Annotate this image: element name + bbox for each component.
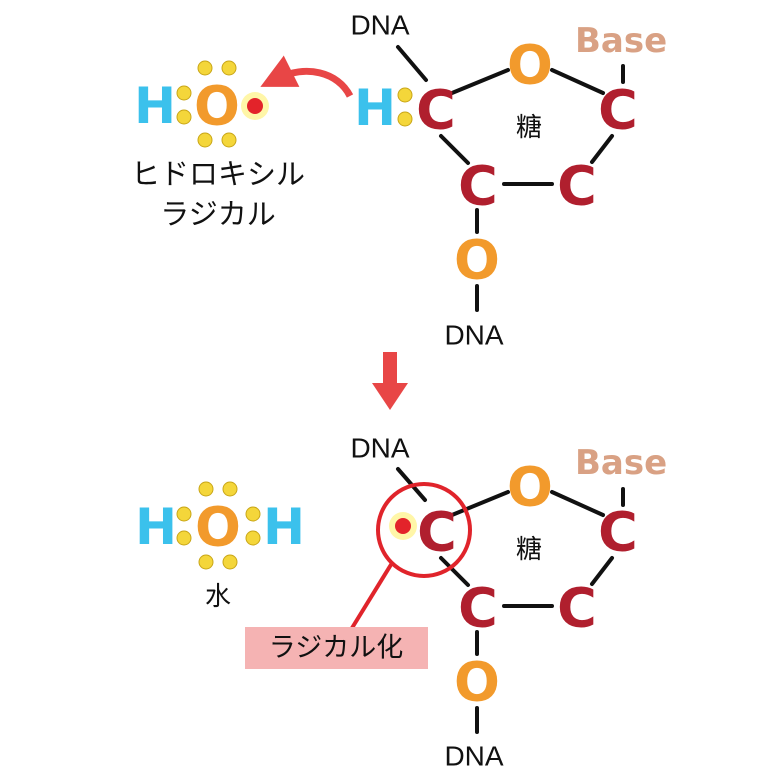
sugar-label: 糖 — [516, 535, 542, 565]
carbon-atom-c1: C — [417, 501, 457, 564]
callout-label: ラジカル化 — [269, 633, 403, 664]
bond-c1-c2 — [439, 134, 470, 165]
reaction-arrow-down — [372, 352, 408, 410]
carbon-atom-c2: C — [458, 155, 498, 218]
bond-c1-o — [450, 490, 510, 517]
oxygen-atom: O — [194, 75, 240, 138]
top-panel: H O ヒドロキシル ラジカル H C O C — [131, 10, 667, 351]
electron-pair-bottom — [198, 554, 238, 570]
oxygen-atom-bottom: O — [454, 651, 500, 714]
sugar-label: 糖 — [516, 113, 542, 143]
carbon-atom-c4: C — [598, 79, 638, 142]
carbon-atom-c3: C — [557, 577, 597, 640]
hydrogen-atom: H — [134, 77, 176, 135]
hydroxyl-label-line2: ラジカル — [160, 197, 275, 231]
electron-pair-ch — [397, 87, 413, 127]
bond-c1-o — [450, 68, 510, 95]
callout-leader-line — [350, 561, 394, 630]
curved-arrow — [260, 55, 354, 98]
oxygen-atom-bottom: O — [454, 229, 500, 292]
unpaired-electron — [395, 518, 411, 534]
water-label: 水 — [205, 582, 231, 612]
radicalization-callout: ラジカル化 — [245, 627, 428, 669]
ring-oxygen-atom: O — [507, 456, 553, 519]
hydrogen-atom-left: H — [135, 498, 177, 556]
dna-label-bottom: DNA — [444, 320, 503, 351]
radical-highlight-circle — [376, 482, 472, 578]
bond-dna-c1 — [396, 45, 428, 82]
unpaired-electron — [247, 98, 263, 114]
bond-c1-c2 — [439, 556, 470, 587]
hydrogen-atom: H — [354, 79, 396, 137]
carbon-atom-c1: C — [416, 79, 456, 142]
bottom-panel: H O H 水 C O C C C O 糖 Base DNA — [135, 433, 667, 772]
electron-pair-top — [197, 60, 237, 76]
electron-pair-bottom — [197, 132, 237, 148]
carbon-atom-c2: C — [458, 577, 498, 640]
callout-box — [245, 627, 428, 669]
carbon-atom-c3: C — [557, 155, 597, 218]
bond-c4-c3 — [590, 556, 614, 586]
hydroxyl-label-line1: ヒドロキシル — [131, 157, 305, 191]
carbon-atom-c4: C — [598, 501, 638, 564]
bond-o-c4 — [550, 490, 605, 517]
electron-pair-bond — [176, 85, 192, 125]
bond-o-c4 — [550, 68, 605, 95]
water-molecule: H O H 水 — [135, 481, 305, 612]
oxygen-atom: O — [195, 496, 241, 559]
base-label: Base — [575, 21, 667, 61]
dna-label-top: DNA — [350, 433, 409, 464]
hydroxyl-radical: H O ヒドロキシル ラジカル — [131, 60, 305, 231]
hydrogen-atom-right: H — [263, 498, 305, 556]
electron-pair-top — [198, 481, 238, 497]
base-label: Base — [575, 443, 667, 483]
electron-pair-right — [245, 506, 261, 546]
sugar-ring-bottom: C O C C C O 糖 Base DNA DNA — [350, 433, 667, 772]
bond-c4-c3 — [590, 134, 614, 164]
electron-pair-left — [176, 506, 192, 546]
ring-oxygen-atom: O — [507, 34, 553, 97]
dna-label-bottom: DNA — [444, 741, 503, 772]
sugar-ring-top: H C O C C C O 糖 Base DNA DNA — [350, 10, 667, 351]
dna-label-top: DNA — [350, 10, 409, 41]
